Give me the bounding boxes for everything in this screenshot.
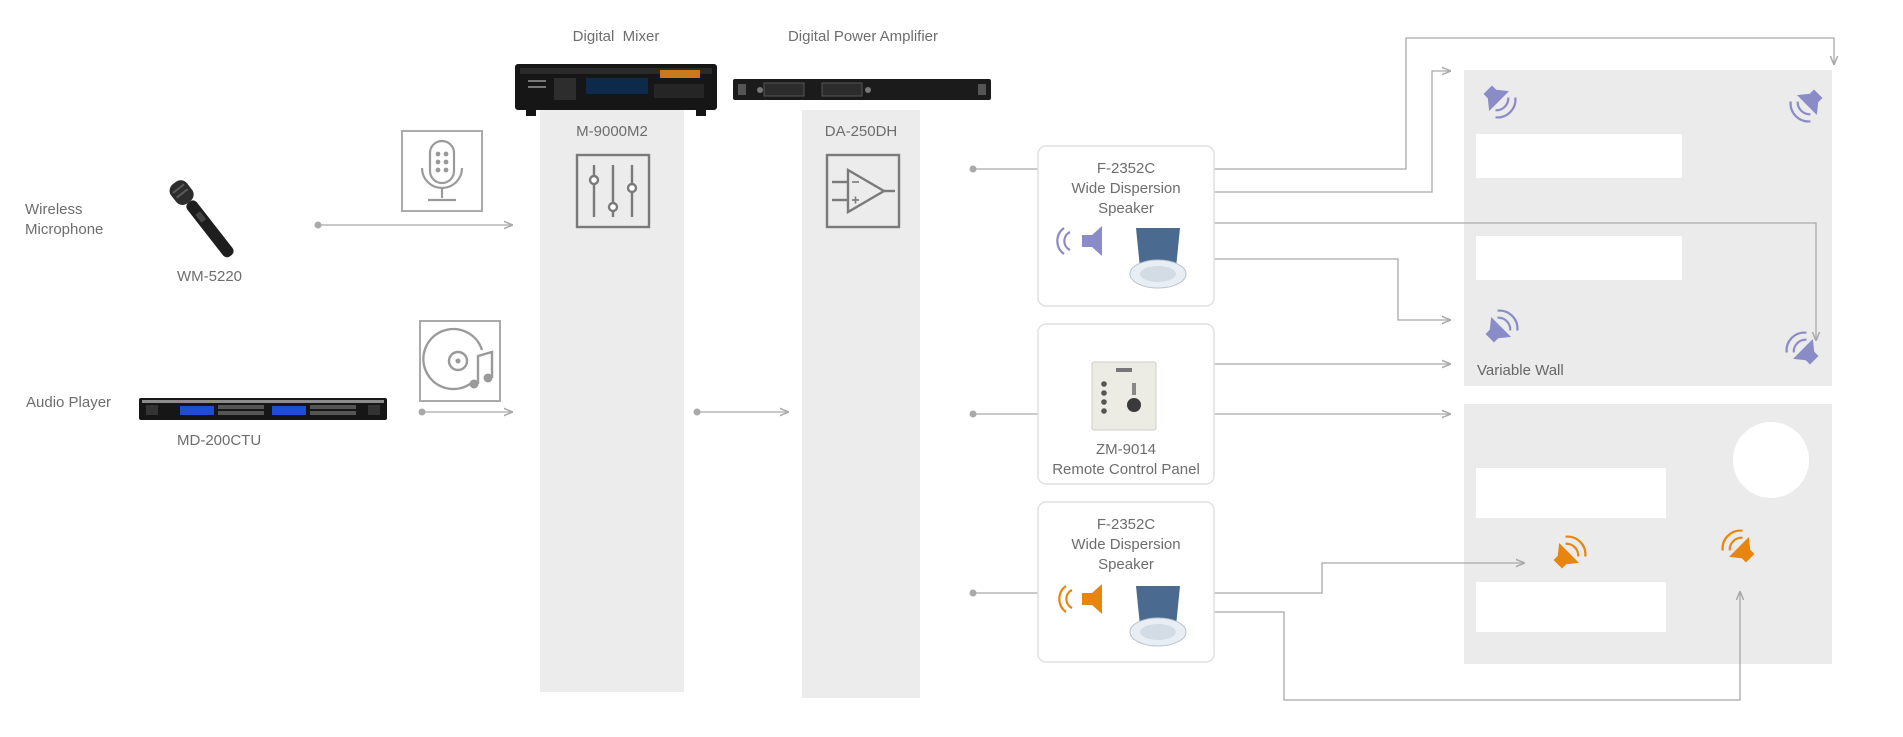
mixer-model-label: M-9000M2 — [576, 123, 648, 140]
player-model-label: MD-200CTU — [177, 432, 262, 449]
audio-player-label: Audio Player — [26, 394, 112, 411]
room-lower-panel-2 — [1476, 582, 1666, 632]
amp-out-dot-3 — [969, 589, 977, 597]
speaker1-route-b — [1214, 71, 1450, 193]
mic-label-line1: Wireless — [25, 201, 83, 218]
mixer-fader-icon — [575, 153, 651, 229]
mixer-device — [515, 64, 717, 116]
ceiling-speaker-2-image — [1129, 586, 1187, 647]
mic-line-dot — [314, 221, 322, 229]
remote-panel-model: ZM-9014 — [1095, 441, 1157, 458]
amplifier-model-label: DA-250DH — [824, 123, 898, 140]
room-lower-panel-1 — [1476, 468, 1666, 518]
remote-panel-image — [1091, 361, 1157, 431]
microphone-icon — [401, 130, 483, 212]
variable-wall-label: Variable Wall — [1477, 362, 1564, 379]
speaker1-route-c — [1214, 222, 1816, 340]
room-speaker-purple-3-icon — [1485, 309, 1519, 343]
speaker-2-line2: Wide Dispersion — [1071, 536, 1181, 553]
speaker-1-line3: Speaker — [1098, 200, 1154, 217]
mixer-amp-dot — [693, 408, 701, 416]
wireless-microphone-label: Wireless Microphone — [25, 200, 103, 240]
remote-panel-label: ZM-9014 Remote Control Panel — [1038, 440, 1214, 480]
room-speaker-purple-2-icon — [1789, 89, 1823, 123]
speaker-1-line2: Wide Dispersion — [1071, 180, 1181, 197]
mic-model-label: WM-5220 — [177, 268, 243, 285]
speaker-purple-icon — [1056, 226, 1102, 256]
room-lower-round-table — [1733, 422, 1809, 498]
amplifier-column — [802, 110, 920, 698]
amplifier-title: Digital Power Amplifier — [787, 28, 939, 45]
room-speaker-orange-2-icon — [1721, 529, 1755, 563]
room-upper — [1464, 70, 1832, 386]
room-upper-panel-2 — [1476, 236, 1682, 280]
speaker-orange-icon — [1058, 584, 1102, 614]
speaker2-route-a — [1214, 563, 1524, 594]
wireless-microphone-device — [169, 180, 234, 258]
speaker2-route-b — [1214, 592, 1740, 701]
speaker-2-line3: Speaker — [1098, 556, 1154, 573]
amp-out-dot-2 — [969, 410, 977, 418]
speaker-1-model: F-2352C — [1096, 160, 1156, 177]
room-speaker-purple-4-icon — [1785, 331, 1819, 365]
mic-label-line2: Microphone — [25, 221, 104, 238]
ceiling-speaker-1-image — [1129, 228, 1187, 289]
audio-player-device — [139, 398, 387, 420]
speaker1-route-a — [1214, 37, 1834, 170]
room-speaker-orange-1-icon — [1553, 535, 1587, 569]
amplifier-symbol-icon — [825, 153, 901, 229]
amp-out-dot-1 — [969, 165, 977, 173]
music-disc-icon — [419, 320, 501, 402]
speaker1-route-d — [1214, 258, 1450, 320]
player-line-dot — [418, 408, 426, 416]
mixer-title: Digital Mixer — [572, 28, 660, 45]
amplifier-device — [733, 79, 991, 100]
room-speaker-purple-1-icon — [1483, 85, 1517, 119]
remote-panel-line2: Remote Control Panel — [1052, 461, 1200, 478]
speaker-2-model: F-2352C — [1096, 516, 1156, 533]
speaker-2-label: F-2352C Wide Dispersion Speaker — [1038, 515, 1214, 575]
room-upper-panel-1 — [1476, 134, 1682, 178]
speaker-1-label: F-2352C Wide Dispersion Speaker — [1038, 159, 1214, 219]
